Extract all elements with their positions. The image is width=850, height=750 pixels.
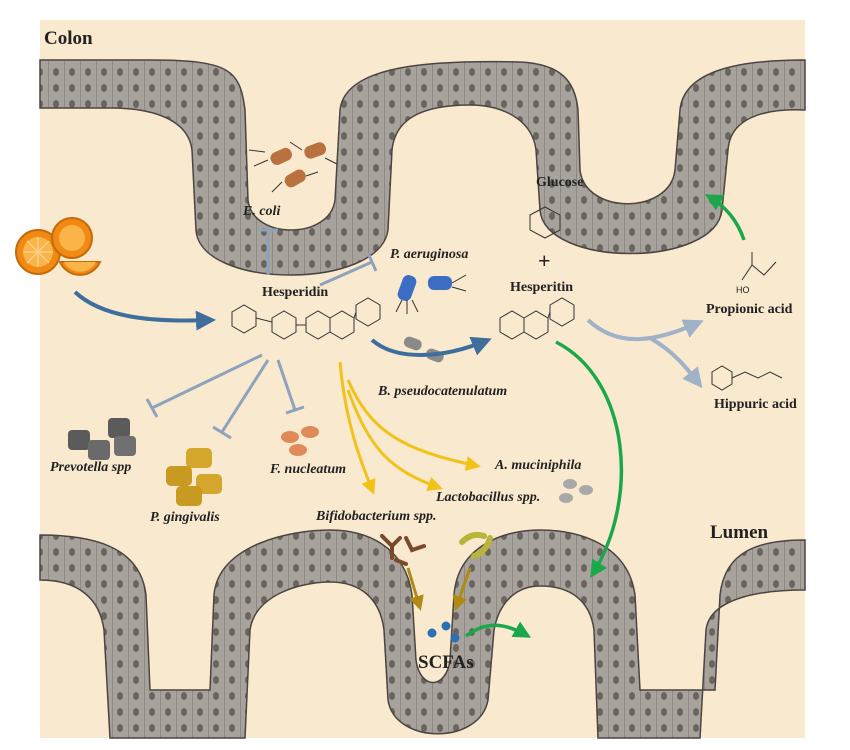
prevotella-bacteria-icon [68, 418, 136, 460]
hesperidin-molecule [231, 297, 381, 340]
bifidobacterium-label: Bifidobacterium spp. [316, 509, 437, 524]
colon-label: Colon [44, 28, 93, 49]
hesperidin-to-hesperitin-arrow [370, 336, 492, 357]
scfas-label: SCFAs [418, 652, 474, 673]
scfa-molecules-icon [427, 621, 460, 643]
f-nucleatum-bacteria-icon [281, 426, 319, 456]
lactobacillus-bacteria-icon [559, 479, 593, 503]
p-aeruginosa-bacteria-icon [395, 274, 467, 314]
orange-to-hesperidin-arrow [73, 290, 216, 331]
propionic-acid-molecule [741, 252, 777, 281]
hippuric-acid-label: Hippuric acid [714, 397, 797, 412]
inhibition-arrows [145, 228, 378, 440]
f-nucleatum-label: F. nucleatum [270, 462, 346, 477]
propionic-acid-ho-label: HO [736, 285, 750, 295]
p-gingivalis-bacteria-icon [166, 448, 222, 506]
hesperitin-molecule [499, 297, 575, 340]
p-aeruginosa-label: P. aeruginosa [390, 247, 469, 262]
hesperitin-label: Hesperitin [510, 280, 573, 295]
propionic-acid-label: Propionic acid [706, 302, 793, 317]
plus-sign: + [538, 248, 551, 273]
promotion-arrows [338, 361, 481, 495]
bifidobacterium-bacteria-icon [380, 534, 426, 566]
a-muciniphila-label: A. muciniphila [495, 458, 582, 473]
lower-epithelium [39, 529, 806, 739]
p-gingivalis-label: P. gingivalis [150, 510, 220, 525]
prevotella-label: Prevotella spp [50, 460, 132, 475]
lumen-label: Lumen [710, 522, 769, 543]
scfa-production-arrows [406, 567, 472, 611]
glucose-molecule [529, 206, 561, 239]
a-muciniphila-lumen-bacteria-icon [459, 531, 493, 559]
glucose-label: Glucose [536, 175, 584, 190]
metabolite-arrows [586, 318, 704, 389]
lactobacillus-label: Lactobacillus spp. [436, 490, 541, 505]
hesperidin-label: Hesperidin [262, 285, 329, 300]
hippuric-acid-molecule [711, 365, 783, 391]
orange-fruit-icon [15, 217, 102, 276]
e-coli-label: E. coli [243, 204, 281, 219]
absorption-arrows [464, 194, 746, 638]
e-coli-bacteria-icon [248, 141, 338, 193]
b-pseudocatenulatum-label: B. pseudocatenulatum [378, 384, 508, 399]
